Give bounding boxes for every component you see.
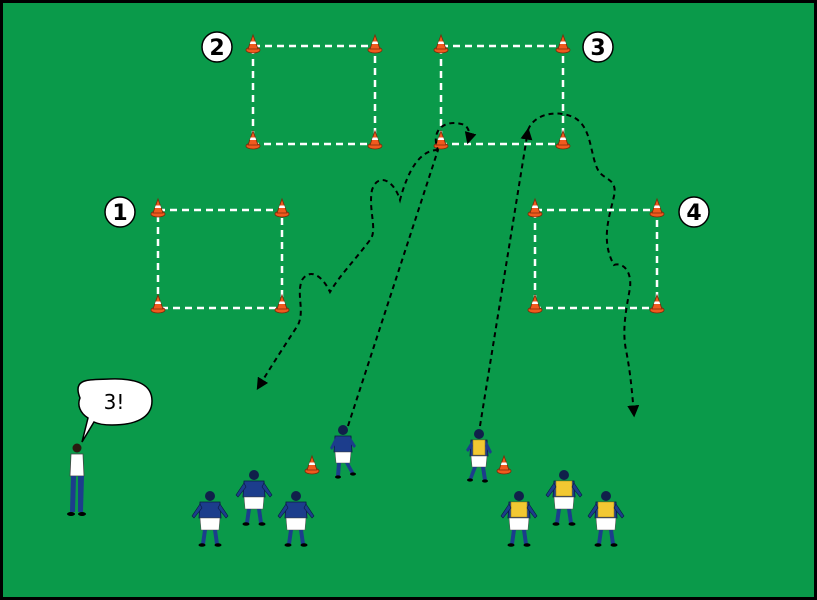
run-path-yellow [479, 127, 533, 427]
coach-speech-bubble: 3! [77, 378, 153, 443]
svg-text:4: 4 [686, 201, 701, 226]
square-1 [150, 198, 290, 314]
square-2 [245, 34, 383, 150]
return-path-blue [256, 149, 439, 391]
run-path-blue [347, 122, 477, 427]
return-path-yellow [527, 112, 640, 418]
svg-text:1: 1 [112, 201, 127, 226]
square-label-1: 1 [104, 196, 136, 228]
coach-call-text: 3! [104, 390, 125, 414]
svg-text:3: 3 [590, 36, 605, 61]
run-lines [256, 112, 640, 427]
square-3 [433, 34, 571, 150]
pitch-surface [3, 3, 814, 597]
coach [67, 443, 86, 516]
square-label-2: 2 [201, 31, 233, 63]
square-label-4: 4 [678, 196, 710, 228]
svg-text:2: 2 [209, 36, 224, 61]
square-label-3: 3 [582, 31, 614, 63]
square-4 [527, 198, 665, 314]
